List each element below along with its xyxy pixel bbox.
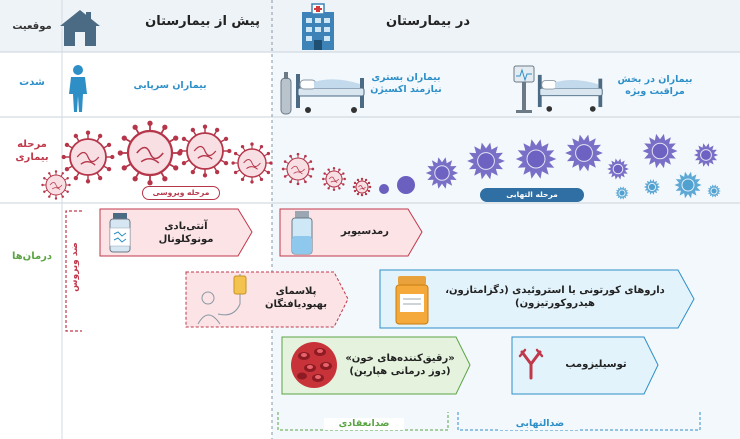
steroids-arrow bbox=[379, 269, 695, 329]
remdesivir-label: رمدسیویر bbox=[341, 226, 389, 237]
antiinflammatory-footer-label: ضدالتهابی bbox=[500, 418, 580, 430]
pill-bottle-icon bbox=[395, 276, 429, 325]
hospital-icon bbox=[302, 3, 334, 50]
antiviral-bracket bbox=[65, 210, 82, 332]
oxygen-tank-icon bbox=[280, 72, 292, 115]
remdesivir-arrow bbox=[279, 208, 423, 257]
outpatient-label: بیماران سرپایی bbox=[133, 80, 207, 91]
row-label-stage: مرحله بیماری bbox=[15, 139, 49, 163]
virus-icon bbox=[178, 124, 232, 178]
anticoagulant-footer-bracket bbox=[277, 412, 449, 431]
inflammatory-stage-badge: مرحله التهابی bbox=[480, 188, 584, 202]
virus-icon bbox=[61, 130, 115, 184]
immune-cell-icon bbox=[693, 143, 719, 167]
virus-icon bbox=[322, 167, 346, 191]
disease-stage-graphic bbox=[41, 120, 721, 200]
immune-cell-icon bbox=[643, 179, 661, 195]
tocilizumab-label: توسیلیزومب bbox=[565, 359, 627, 370]
virus-icon bbox=[41, 170, 71, 200]
virus-icon bbox=[117, 120, 183, 186]
immune-cell-icon bbox=[565, 134, 603, 172]
icu-patients-label: بیماران در بخش مراقبت ویژه bbox=[617, 74, 693, 97]
monoclonal-arrow bbox=[99, 208, 253, 257]
plasma-arrow bbox=[185, 271, 349, 328]
immune-cell-icon bbox=[425, 157, 459, 189]
virus-icon bbox=[281, 152, 315, 186]
immune-cell-icon bbox=[607, 158, 629, 180]
hospital-bed-icon bbox=[296, 74, 365, 113]
person-icon bbox=[69, 65, 87, 112]
immune-cell-icon bbox=[467, 142, 505, 180]
virus-icon bbox=[352, 177, 372, 197]
immune-cell-icon bbox=[674, 171, 702, 199]
row-label-location: موقعیت bbox=[12, 21, 52, 32]
immune-cell-icon bbox=[615, 186, 629, 200]
plasma-label: پلاسمای بهبودیافتگان bbox=[264, 286, 328, 310]
in-hospital-header: در بیمارستان bbox=[385, 14, 470, 29]
viral-stage-badge: مرحله ویروسی bbox=[142, 186, 220, 200]
steroids-label: داروهای کورتونی یا استروئیدی (دگزامتازون… bbox=[445, 285, 665, 309]
monoclonal-label: آنتی‌بادی مونوکلونال bbox=[158, 221, 214, 245]
antibody-icon bbox=[518, 348, 544, 380]
pre-hospital-header: پیش از بیمارستان bbox=[145, 14, 260, 29]
blood-cells-icon bbox=[291, 342, 337, 388]
house-icon bbox=[60, 10, 100, 46]
immune-cell-icon bbox=[515, 139, 557, 179]
virus-icon bbox=[231, 142, 273, 184]
anticoag-label: «رقیق‌کننده‌های خون» (دوز درمانی هپارین) bbox=[345, 353, 455, 377]
row-label-severity: شدت bbox=[19, 77, 45, 88]
anticoagulant-footer-label: ضدانعقادی bbox=[324, 418, 404, 430]
icu-bed-icon bbox=[537, 74, 603, 112]
tocilizumab-arrow bbox=[511, 336, 659, 395]
icu-monitor-icon bbox=[513, 65, 535, 113]
vial-icon bbox=[109, 213, 131, 253]
oxygen-patients-label: بیماران بستری نیازمند اکسیژن bbox=[370, 72, 442, 95]
remdesivir-vial-icon bbox=[291, 211, 313, 255]
immune-cell-icon bbox=[642, 133, 678, 169]
immune-cell-icon bbox=[379, 184, 389, 194]
iv-bag-icon bbox=[197, 274, 247, 325]
immune-cell-icon bbox=[707, 184, 721, 198]
immune-cell-icon bbox=[397, 176, 415, 194]
row-label-treatments: درمان‌ها bbox=[11, 251, 53, 262]
